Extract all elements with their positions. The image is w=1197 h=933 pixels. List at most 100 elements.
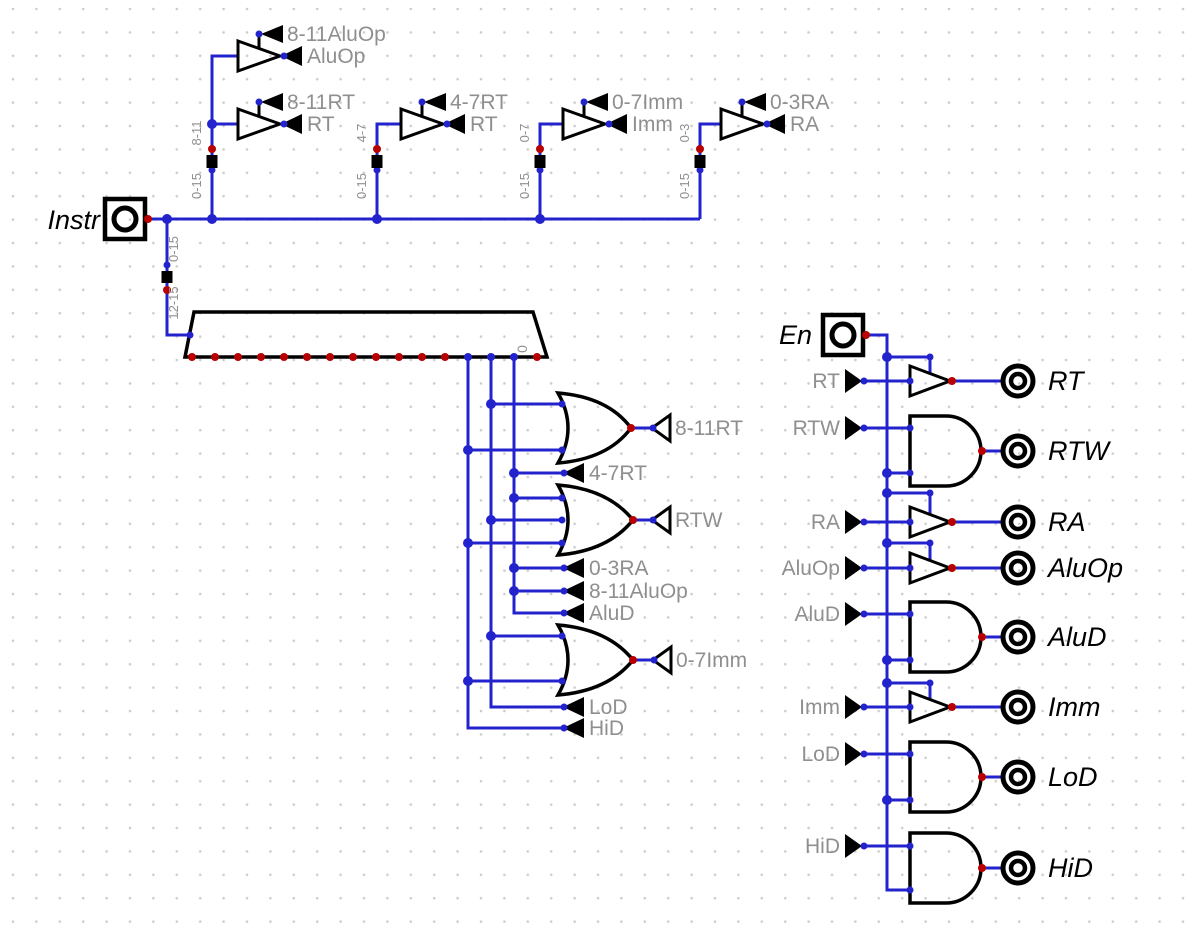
wire-junctions (162, 119, 892, 805)
splitter-0-7[interactable]: 0-7 0-15 (517, 124, 546, 199)
tunnel-field-icon[interactable] (261, 93, 283, 111)
or-gate-1[interactable]: 8-11RT (554, 390, 743, 466)
tunnel-icon[interactable] (845, 602, 862, 626)
splitter-body[interactable] (206, 155, 218, 168)
enable-row-rt[interactable]: RT RT (812, 353, 1086, 399)
output-pin[interactable] (1000, 363, 1036, 399)
driver-buffer[interactable] (399, 106, 448, 142)
driver-buffer[interactable] (719, 106, 768, 142)
driver-buffer[interactable] (561, 106, 610, 142)
tunnel-icon[interactable] (845, 742, 862, 766)
tunnel-label: AluD (589, 602, 635, 625)
splitter-4-7[interactable]: 4-7 0-15 (354, 124, 383, 199)
output-pin[interactable] (1000, 504, 1036, 540)
tunnel-out-icon[interactable] (281, 114, 302, 134)
or-gate-body[interactable] (554, 390, 634, 466)
instr-pin-ring (111, 205, 139, 233)
tunnel-field-icon[interactable] (261, 25, 283, 43)
field-tap-rt-8-11[interactable]: 8-11RT RT (236, 91, 355, 142)
output-pin[interactable] (1000, 433, 1036, 469)
enable-row-rtw[interactable]: RTW RTW (793, 414, 1112, 488)
tunnel-out-label: Imm (632, 113, 673, 136)
tunnel-out-label: RT (307, 113, 335, 136)
field-tap-rt-4-7[interactable]: 4-7RT RT (399, 91, 508, 142)
tunnel-out-label: RT (470, 113, 498, 136)
wire-branch-0-3[interactable] (698, 122, 721, 219)
tunnel-field-icon[interactable] (744, 93, 766, 111)
wire-dec-out3[interactable] (466, 357, 563, 730)
field-tap-aluop[interactable]: 8-11AluOp AluOp (236, 23, 386, 74)
splitter-0-3[interactable]: 0-3 0-15 (677, 124, 706, 199)
input-pin-instr[interactable]: Instr (47, 196, 152, 242)
tunnel-icon[interactable] (649, 412, 672, 444)
tunnel-icon[interactable] (845, 695, 862, 719)
tunnel-icon[interactable] (845, 834, 862, 858)
row-tunnel-label: RT (812, 370, 840, 393)
enable-row-hid[interactable]: HiD HiD (805, 831, 1093, 905)
enable-row-aluop[interactable]: AluOp AluOp (782, 539, 1123, 586)
tunnel-icon[interactable] (845, 556, 862, 580)
splitter-body[interactable] (534, 155, 546, 168)
enable-row-alud[interactable]: AluD AluD (794, 600, 1107, 674)
or-gate-body[interactable] (554, 622, 636, 698)
field-tap-imm[interactable]: 0-7Imm Imm (561, 91, 683, 142)
tunnel-0-3ra[interactable]: 0-3RA (560, 557, 649, 580)
or-gate-body[interactable] (554, 482, 636, 558)
wire-branch-4-7[interactable] (375, 122, 401, 219)
tunnel-out-icon[interactable] (606, 114, 627, 134)
wire-to-decoder[interactable] (165, 219, 190, 337)
tunnel-icon[interactable] (845, 369, 862, 393)
tunnel-icon[interactable] (650, 644, 673, 676)
tunnel-out-icon[interactable] (764, 114, 785, 134)
output-pin[interactable] (1000, 850, 1036, 886)
mid-tunnels[interactable]: 4-7RT 0-3RA 8-11AluOp AluD LoD HiD (560, 462, 688, 740)
wires[interactable] (148, 54, 1003, 892)
enable-row-lod[interactable]: LoD LoD (801, 740, 1098, 814)
or-output-dot (629, 516, 637, 524)
tunnel-field-label: 4-7RT (450, 91, 508, 114)
output-pin[interactable] (1000, 689, 1036, 725)
wire-branch-0-7[interactable] (538, 122, 563, 219)
or-gate-3[interactable]: 0-7Imm (554, 622, 747, 698)
tunnel-hid[interactable]: HiD (560, 717, 625, 740)
tunnel-dot (605, 120, 613, 128)
decoder[interactable]: 0 (182, 310, 550, 361)
tunnel-lod[interactable]: LoD (560, 696, 628, 719)
driver-buffer[interactable] (236, 106, 285, 142)
decoder-body[interactable] (182, 310, 550, 359)
en-pin-ring (829, 321, 857, 349)
wire-dec-out1[interactable] (512, 357, 563, 615)
output-pin[interactable] (1000, 759, 1036, 795)
tunnel-icon[interactable] (845, 510, 862, 534)
tunnel-4-7rt[interactable]: 4-7RT (560, 462, 648, 485)
or-output-dot (627, 424, 635, 432)
tunnel-out-icon[interactable] (444, 114, 465, 134)
tunnel-icon[interactable] (845, 416, 862, 440)
output-pin[interactable] (1000, 550, 1036, 586)
splitter-8-11[interactable]: 8-11 0-15 (189, 120, 218, 199)
and-output-dot (978, 633, 986, 641)
wire-dec-out2[interactable] (489, 357, 563, 709)
tunnel-field-icon[interactable] (424, 93, 446, 111)
tunnel-alud[interactable]: AluD (560, 602, 635, 625)
input-pin-en[interactable]: En (779, 312, 870, 358)
driver-buffer[interactable] (236, 38, 285, 74)
splitter-output-range: 8-11 (189, 120, 204, 145)
and-output-dot (978, 447, 986, 455)
driver-output-dot (948, 518, 956, 526)
tunnel-icon[interactable] (649, 504, 672, 536)
tunnel-out-icon[interactable] (281, 46, 302, 66)
tunnel-field-icon[interactable] (586, 93, 608, 111)
splitter-12-15[interactable]: 0-15 12-15 (161, 236, 182, 320)
splitter-body[interactable] (161, 271, 173, 283)
splitter-body[interactable] (371, 155, 383, 168)
field-tap-ra[interactable]: 0-3RA RA (719, 91, 830, 142)
splitter-body[interactable] (694, 155, 706, 168)
tunnel-8-11aluop[interactable]: 8-11AluOp (560, 580, 688, 603)
or-gate-2[interactable]: RTW (554, 482, 723, 558)
output-pin[interactable] (1000, 619, 1036, 655)
enable-row-imm[interactable]: Imm Imm (799, 679, 1100, 725)
enable-row-ra[interactable]: RA RA (811, 489, 1086, 540)
